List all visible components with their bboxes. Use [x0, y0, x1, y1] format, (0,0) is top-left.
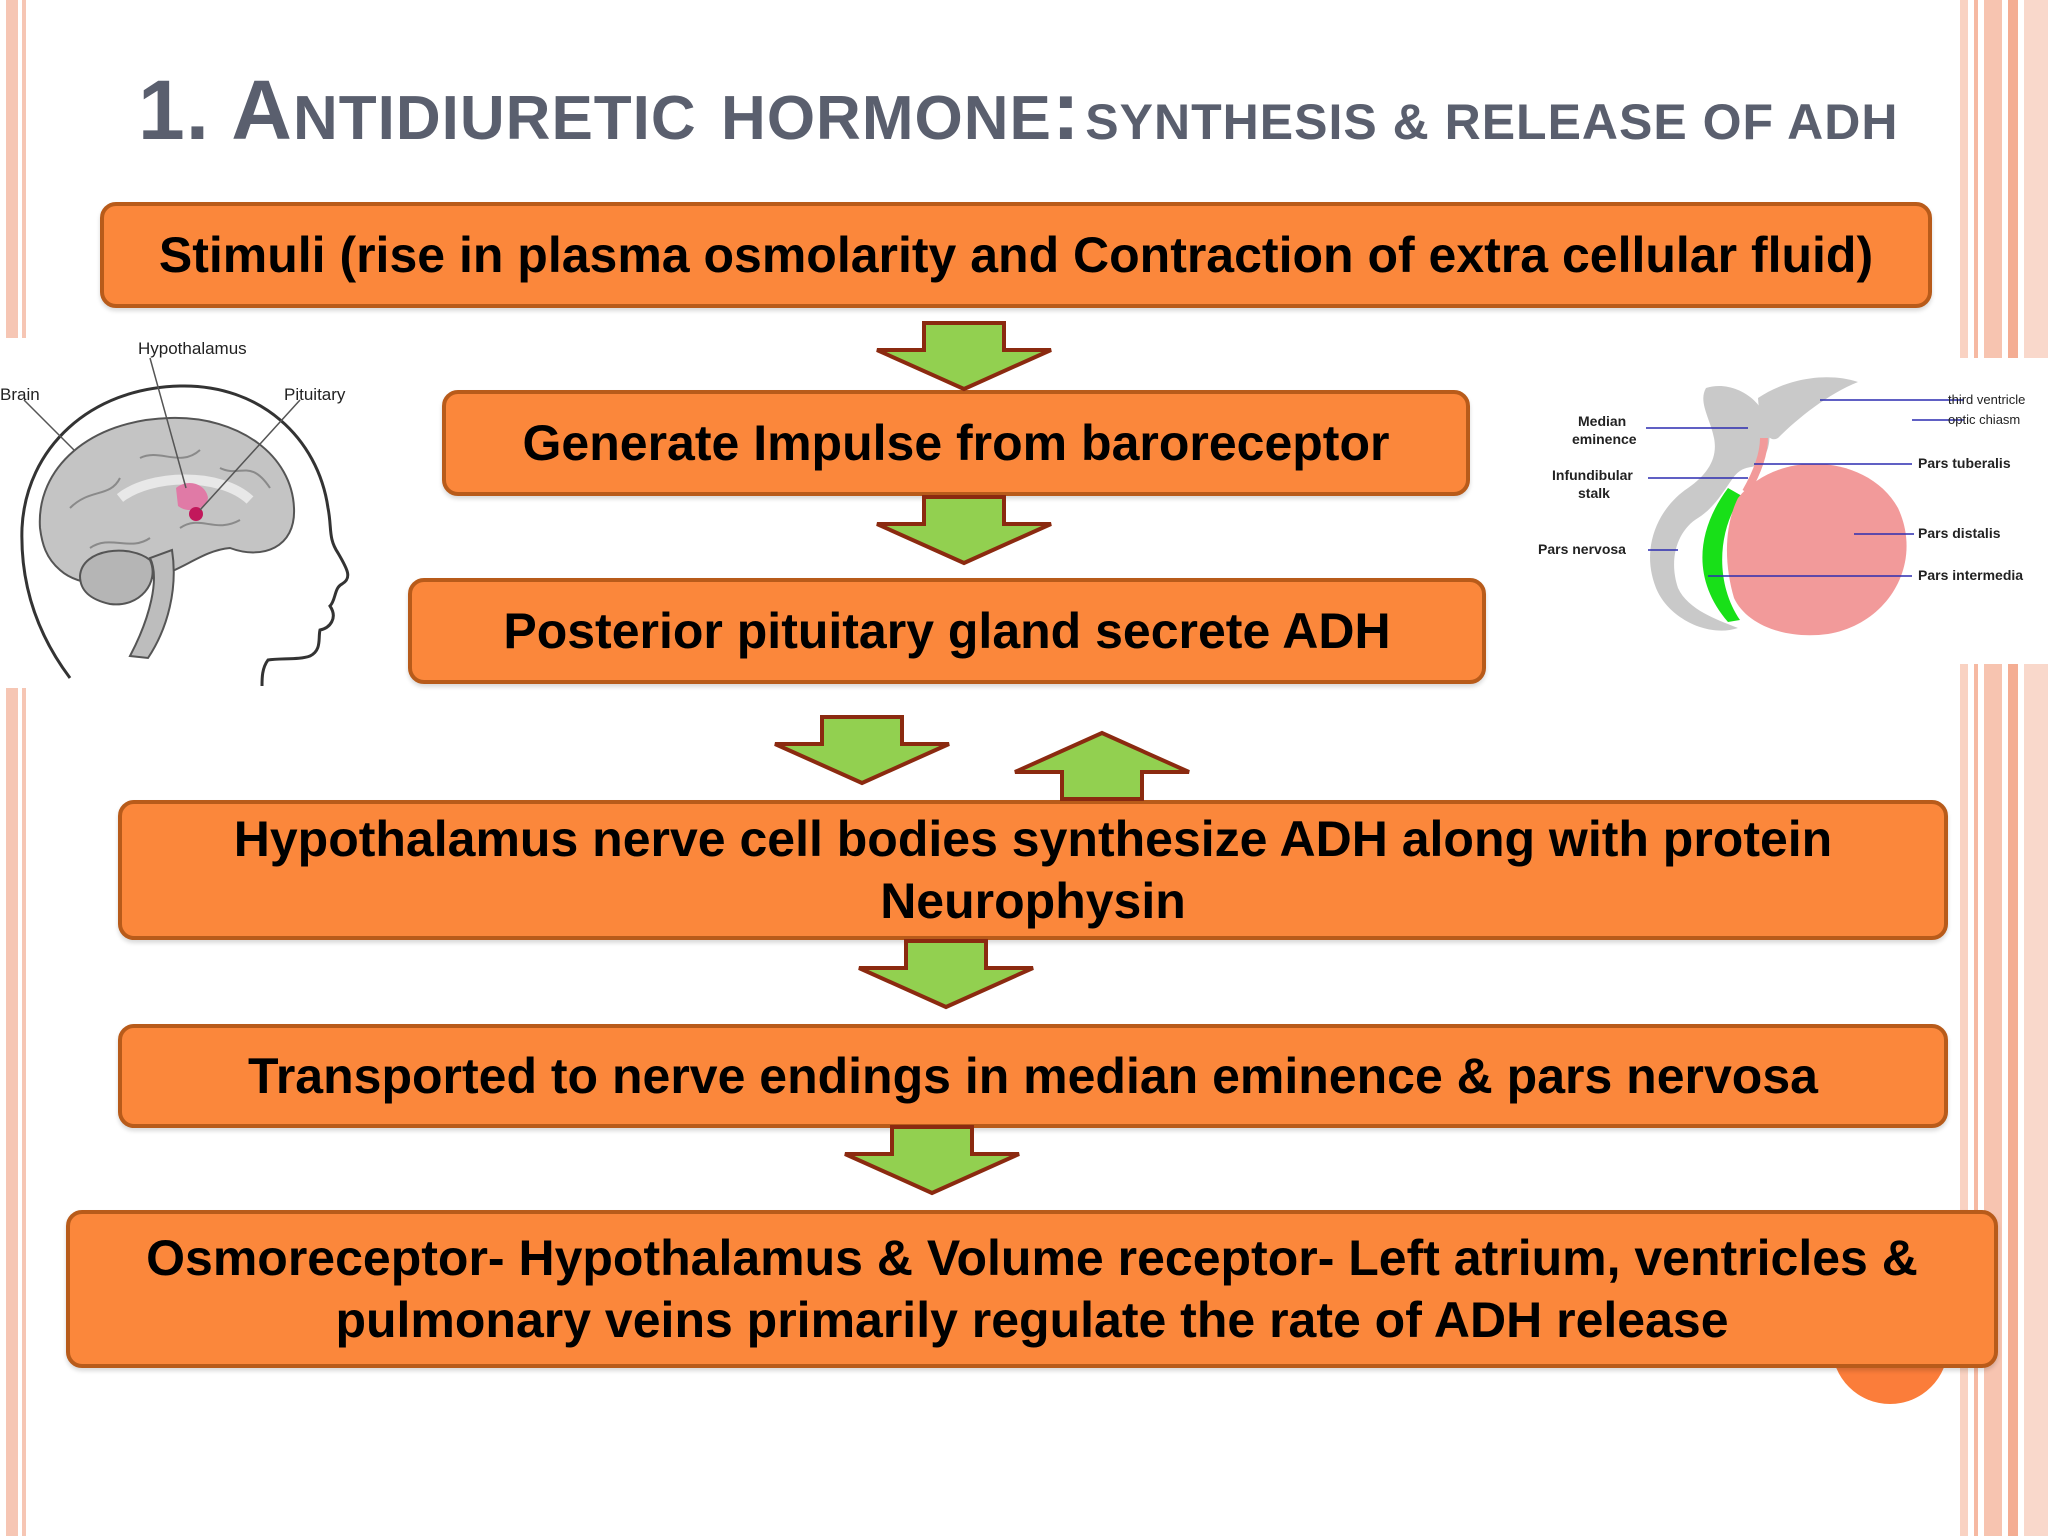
left-stripe-inner [22, 0, 26, 1536]
down-arrow-3 [774, 715, 950, 786]
pituitary-highlight [189, 507, 203, 521]
label-infundibular-1: Infundibular [1552, 467, 1633, 483]
flow-step-impulse: Generate Impulse from baroreceptor [442, 390, 1470, 496]
label-brain: Brain [0, 385, 40, 404]
title-main: 1. ANTIDIURETIC HORMONE: [138, 63, 1081, 157]
flow-step-impulse-text: Generate Impulse from baroreceptor [522, 415, 1390, 471]
flow-step-synthesize: Hypothalamus nerve cell bodies synthesiz… [118, 800, 1948, 940]
label-optic-chiasm: optic chiasm [1948, 412, 2020, 427]
label-hypothalamus: Hypothalamus [138, 339, 247, 358]
pituitary-diagram: third ventricle optic chiasm Median emin… [1528, 358, 2048, 664]
brain-diagram: Hypothalamus Brain Pituitary [0, 338, 360, 688]
flow-step-regulate: Osmoreceptor- Hypothalamus & Volume rece… [66, 1210, 1998, 1368]
flow-step-stimuli-text: Stimuli (rise in plasma osmolarity and C… [158, 227, 1874, 283]
label-median-eminence-1: Median [1578, 413, 1626, 429]
right-stripe-5 [2024, 0, 2048, 1536]
flow-step-transport-text: Transported to nerve endings in median e… [248, 1048, 1818, 1104]
down-arrow-4 [858, 939, 1034, 1010]
pars-intermedia-region [1702, 488, 1742, 622]
flow-step-secrete: Posterior pituitary gland secrete ADH [408, 578, 1486, 684]
flow-step-transport: Transported to nerve endings in median e… [118, 1024, 1948, 1128]
label-third-ventricle: third ventricle [1948, 392, 2025, 407]
pars-distalis-region [1726, 463, 1907, 636]
label-pituitary: Pituitary [284, 385, 346, 404]
down-arrow-1 [876, 321, 1052, 392]
flow-step-secrete-text: Posterior pituitary gland secrete ADH [503, 603, 1391, 659]
up-arrow [1014, 730, 1190, 801]
flow-step-synthesize-text: Hypothalamus nerve cell bodies synthesiz… [233, 811, 1833, 929]
label-median-eminence-2: eminence [1572, 431, 1637, 447]
slide-title: 1. ANTIDIURETIC HORMONE: SYNTHESIS & REL… [138, 62, 1968, 159]
down-arrow-2 [876, 495, 1052, 566]
flow-step-regulate-text: Osmoreceptor- Hypothalamus & Volume rece… [146, 1230, 1918, 1348]
label-pars-intermedia: Pars intermedia [1918, 567, 2023, 583]
right-stripe-4 [2008, 0, 2018, 1536]
brainstem [128, 548, 175, 660]
title-subtitle: SYNTHESIS & RELEASE OF ADH [1085, 94, 1899, 150]
flow-step-stimuli: Stimuli (rise in plasma osmolarity and C… [100, 202, 1932, 308]
label-infundibular-2: stalk [1578, 485, 1610, 501]
left-stripe-outer [6, 0, 18, 1536]
down-arrow-5 [844, 1125, 1020, 1196]
brain-illustration: Hypothalamus Brain Pituitary [0, 339, 350, 687]
right-stripe-1 [1960, 0, 1968, 1536]
head-outline [20, 384, 350, 687]
label-pars-nervosa: Pars nervosa [1538, 541, 1626, 557]
label-pars-distalis: Pars distalis [1918, 525, 2001, 541]
label-pars-tuberalis: Pars tuberalis [1918, 455, 2011, 471]
pituitary-illustration: third ventricle optic chiasm Median emin… [1538, 377, 2025, 636]
neural-lobe [1650, 386, 1770, 631]
cerebellum [78, 549, 154, 606]
hypothalamus-highlight [176, 483, 208, 511]
right-stripe-2 [1974, 0, 1978, 1536]
